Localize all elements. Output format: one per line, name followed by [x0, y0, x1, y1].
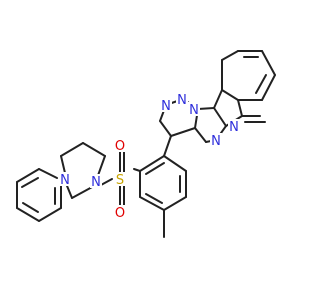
- atom-label-n-pyridazine-2: N: [229, 120, 239, 135]
- atom-label-n-piperazine-1: N: [91, 175, 101, 190]
- atom-label-n-pyridazine-1: N: [211, 134, 221, 149]
- atom-label-n-triazole-1: N: [189, 103, 199, 118]
- atom-label-o-sulfonyl-top: O: [115, 139, 125, 154]
- atom-label-o-sulfonyl-bottom: O: [115, 206, 125, 221]
- atom-labels: N N N N N S O O N N: [59, 92, 240, 221]
- chemical-structure-drawing: N N N N N S O O N N: [16, 50, 276, 238]
- atom-label-n-triazole-3: N: [161, 99, 171, 114]
- bond-lines: [16, 50, 276, 238]
- atom-label-s-sulfonyl: S: [116, 173, 124, 188]
- atom-label-n-piperazine-4: N: [60, 173, 70, 188]
- atom-label-n-triazole-2: N: [177, 93, 187, 108]
